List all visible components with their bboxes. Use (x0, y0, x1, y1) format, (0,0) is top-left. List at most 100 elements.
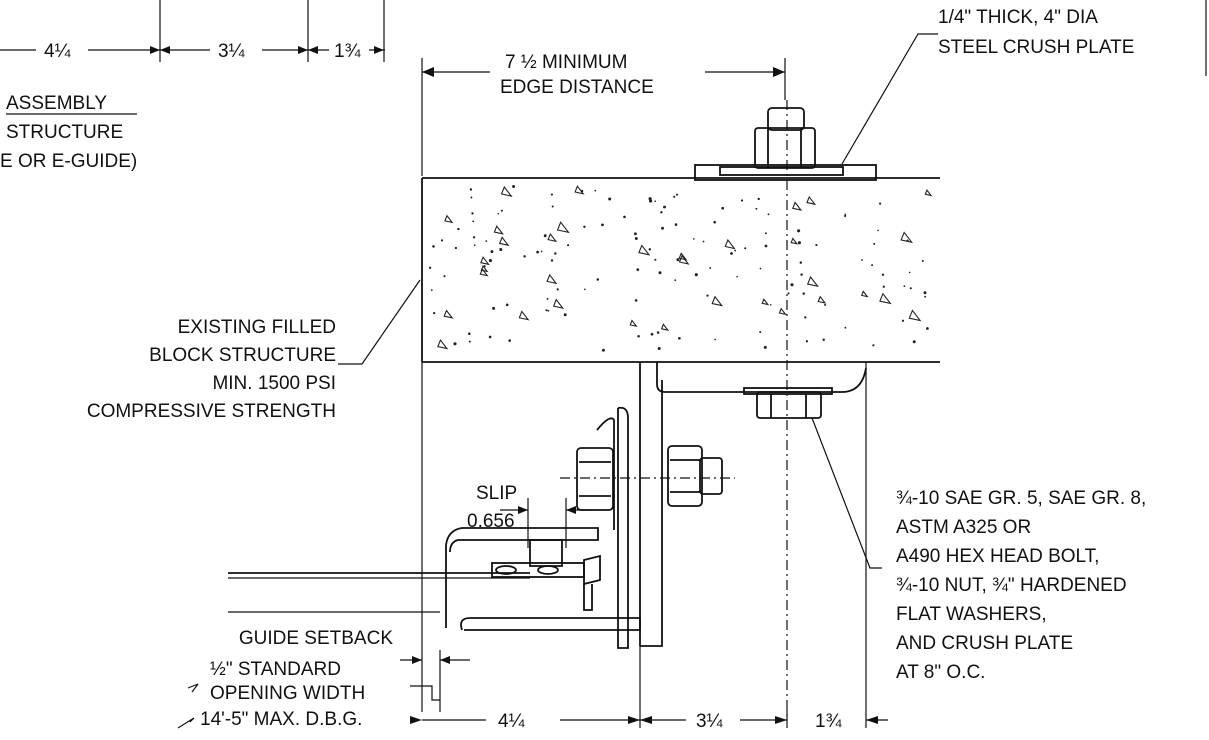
aggregate-dot (692, 238, 695, 240)
aggregate-dot (908, 271, 911, 274)
opening-arrow (187, 683, 199, 693)
aggregate-dot (709, 266, 712, 269)
guide-rail (228, 539, 601, 613)
aggregate-dot (497, 212, 500, 215)
aggregate-dot (730, 252, 733, 255)
aggregate-stone (556, 221, 570, 234)
aggregate-stone (924, 189, 933, 197)
aggregate-dot (702, 240, 705, 243)
aggregate-stone (908, 309, 922, 322)
aggregate-dot (759, 331, 762, 334)
aggregate-stone (778, 307, 787, 316)
aggregate-dot (433, 311, 436, 315)
aggregate-dot (744, 247, 747, 250)
aggregate-stone (500, 185, 513, 197)
aggregate-dot (694, 273, 698, 277)
top-dim-2: 3¼ (218, 41, 246, 62)
aggregate-dot (563, 313, 567, 317)
aggregate-dot (909, 287, 912, 290)
aggregate-dot (443, 275, 446, 278)
dbg-arrow (177, 717, 195, 729)
aggregate-dot (550, 259, 554, 262)
aggregate-dot (924, 295, 927, 298)
aggregate-dot (734, 249, 736, 252)
aggregate-stone (546, 273, 558, 285)
aggregate-dot (658, 271, 662, 275)
aggregate-dot (657, 346, 661, 351)
bolt-spec-line3: A490 HEX HEAD BOLT, (896, 546, 1099, 567)
aggregate-dot (567, 244, 570, 247)
aggregate-dot (608, 197, 612, 201)
aggregate-dot (740, 199, 744, 202)
aggregate-stone (638, 244, 651, 256)
bolt-spec-line7: AT 8" O.C. (896, 662, 985, 683)
edge-distance-line1: 7 ½ MINIMUM (505, 52, 627, 73)
aggregate-dot (764, 244, 768, 248)
bolt-spec-line5: FLAT WASHERS, (896, 604, 1047, 625)
aggregate-dot (676, 258, 680, 262)
aggregate-dot (714, 338, 716, 341)
slip-value: 0.656 (467, 511, 515, 532)
bottom-hex-nut (743, 387, 833, 419)
aggregate-dot (508, 339, 512, 342)
aggregate-stone (806, 195, 817, 206)
aggregate-dot (882, 285, 885, 288)
aggregate-stone (437, 339, 449, 350)
mounting-angle (639, 362, 867, 647)
aggregate-stone (678, 254, 690, 265)
crush-plate-line1: 1/4" THICK, 4" DIA (938, 7, 1098, 28)
extension-lines (421, 362, 867, 728)
aggregate-dot (923, 291, 927, 295)
aggregate-dot (674, 279, 677, 282)
bolt-spec-line2: ASTM A325 OR (896, 517, 1031, 538)
guide-setback-line4: 14'-5" MAX. D.B.G. (200, 709, 362, 730)
aggregate-dot (523, 255, 526, 258)
aggregate-dot (790, 283, 794, 287)
aggregate-dot (468, 340, 471, 343)
top-dim-3: 1¾ (334, 41, 362, 62)
aggregate-dot (536, 250, 539, 254)
aggregate-dot (428, 266, 432, 269)
aggregate-dot (871, 264, 874, 267)
assembly-label-line2: STRUCTURE (6, 122, 123, 143)
concrete-aggregate (428, 185, 933, 352)
aggregate-dot (797, 241, 801, 245)
aggregate-dot (767, 213, 770, 216)
aggregate-dot (805, 340, 809, 343)
aggregate-stone (879, 292, 892, 305)
aggregate-dot (822, 338, 825, 341)
aggregate-dot (654, 200, 657, 203)
aggregate-stone (724, 238, 736, 250)
aggregate-dot (634, 299, 638, 302)
bolt-spec-line6: AND CRUSH PLATE (896, 633, 1073, 654)
block-leader (338, 279, 421, 365)
guide-setback-line3: OPENING WIDTH (210, 683, 365, 704)
aggregate-dot (661, 226, 664, 230)
aggregate-dot (512, 185, 516, 188)
aggregate-dot (550, 193, 553, 196)
aggregate-dot (601, 223, 604, 227)
aggregate-dot (432, 245, 435, 248)
aggregate-dot (601, 348, 605, 352)
aggregate-dot (650, 332, 654, 336)
aggregate-dot (757, 197, 760, 201)
aggregate-stone (711, 295, 724, 307)
aggregate-dot (488, 259, 492, 263)
crush-plate-leader (841, 33, 938, 165)
aggregate-dot (844, 213, 847, 216)
aggregate-dot (636, 268, 640, 271)
aggregate-stone (792, 201, 803, 211)
aggregate-dot (546, 297, 549, 300)
aggregate-dot (800, 273, 803, 276)
bottom-dim-3: 1¾ (815, 711, 843, 732)
aggregate-dot (736, 275, 738, 278)
block-label-line1: EXISTING FILLED (178, 317, 336, 338)
aggregate-stone (817, 295, 827, 304)
aggregate-dot (787, 292, 790, 295)
block-label-line4: COMPRESSIVE STRENGTH (87, 401, 336, 422)
aggregate-dot (678, 336, 681, 340)
aggregate-dot (799, 261, 803, 264)
aggregate-dot (881, 273, 885, 276)
steel-crush-plate (694, 164, 877, 181)
aggregate-dot (623, 215, 626, 219)
